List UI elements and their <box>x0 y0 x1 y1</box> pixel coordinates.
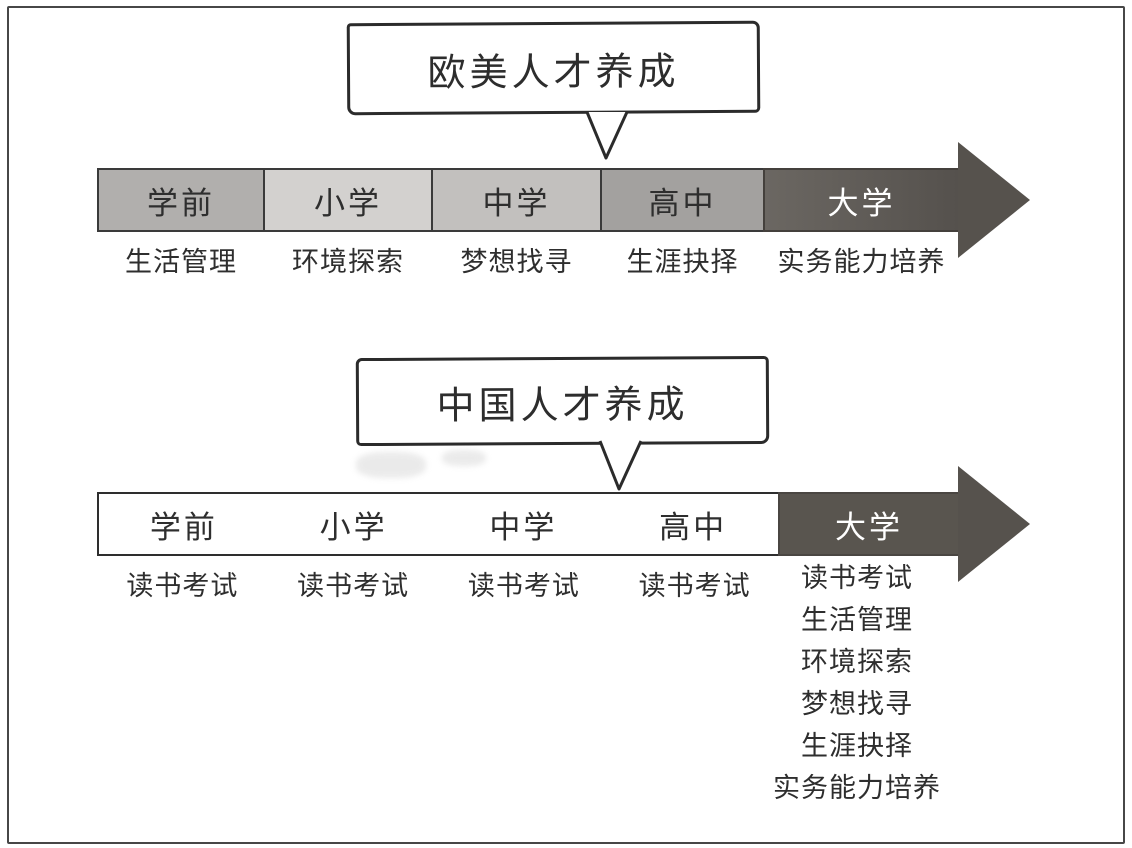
sublabel-text: 生活管理 <box>125 247 237 278</box>
sublabel-text: 实务能力培养 <box>777 247 946 278</box>
stage-label: 学前 <box>149 509 218 546</box>
stage-middle: 中学 <box>439 494 609 554</box>
western-title: 欧美人才养成 <box>427 48 680 95</box>
sublabel-text: 环境探索 <box>292 247 404 278</box>
sublabel-text: 读书考试 <box>467 571 580 602</box>
stage-sublabel: 读书考试 <box>97 564 268 603</box>
stage-university: 大学 <box>763 168 960 232</box>
stage-label: 高中 <box>648 185 717 222</box>
chinese-title-bubble: 中国人才养成 <box>355 355 770 447</box>
list-item: 生活管理 <box>801 605 913 636</box>
arrow-head-icon <box>958 466 1030 582</box>
arrow-head-icon <box>958 142 1030 258</box>
stage-label: 中学 <box>482 185 551 222</box>
stage-label: 小学 <box>314 185 382 222</box>
university-activities-list: 读书考试 生活管理 环境探索 梦想找寻 生涯抉择 实务能力培养 <box>757 558 957 810</box>
stage-sublabel: 读书考试 <box>268 564 439 603</box>
stage-sublabel: 生活管理 <box>97 240 265 278</box>
western-timeline-arrow: 学前 小学 中学 高中 大学 生活管理 环境探索 梦想找寻 生涯抉择 实务能力培… <box>97 142 1030 278</box>
school-sublabels-row: 读书考试 读书考试 读书考试 读书考试 <box>97 564 780 603</box>
sublabel-text: 梦想找寻 <box>460 247 573 278</box>
stage-label: 大学 <box>835 509 903 546</box>
list-item: 梦想找寻 <box>801 689 913 720</box>
stage-sublabel: 读书考试 <box>609 564 780 603</box>
stage-elementary: 小学 <box>263 168 433 232</box>
stage-university: 大学 <box>778 492 960 556</box>
stage-sublabel: 环境探索 <box>263 240 433 278</box>
stage-sublabel: 读书考试 <box>439 564 610 603</box>
scan-smudge <box>442 450 486 466</box>
chinese-bubble-tail <box>598 440 643 491</box>
sublabel-text: 读书考试 <box>297 571 410 602</box>
stage-high: 高中 <box>608 494 778 554</box>
school-stages-box: 学前 小学 中学 高中 <box>97 492 780 556</box>
stage-preschool: 学前 <box>97 168 265 232</box>
sublabel-text: 生涯抉择 <box>626 247 739 278</box>
list-item: 读书考试 <box>801 563 913 594</box>
sublabel-text: 读书考试 <box>638 571 751 602</box>
stage-label: 大学 <box>827 185 896 222</box>
stage-label: 小学 <box>319 509 388 546</box>
sublabel-text: 读书考试 <box>126 571 239 602</box>
stage-sublabel: 生涯抉择 <box>600 240 765 278</box>
list-item: 实务能力培养 <box>773 773 941 804</box>
list-item: 生涯抉择 <box>801 731 913 762</box>
stage-sublabel: 实务能力培养 <box>763 240 960 278</box>
stage-elementary: 小学 <box>269 494 439 554</box>
chinese-timeline-arrow: 学前 小学 中学 高中 大学 读书考试 读书考试 读书考试 读书考试 读书考试 … <box>97 466 1030 804</box>
scan-smudge <box>356 452 426 478</box>
stage-label: 学前 <box>147 185 215 222</box>
stage-sublabel: 梦想找寻 <box>431 240 602 278</box>
chinese-title: 中国人才养成 <box>436 381 689 428</box>
list-item: 环境探索 <box>801 647 913 678</box>
stage-middle: 中学 <box>431 168 602 232</box>
western-title-bubble: 欧美人才养成 <box>346 20 761 116</box>
stage-label: 中学 <box>489 509 558 546</box>
stage-label: 高中 <box>659 509 728 546</box>
stage-preschool: 学前 <box>99 494 269 554</box>
stage-high: 高中 <box>600 168 765 232</box>
western-bubble-tail <box>585 111 629 160</box>
